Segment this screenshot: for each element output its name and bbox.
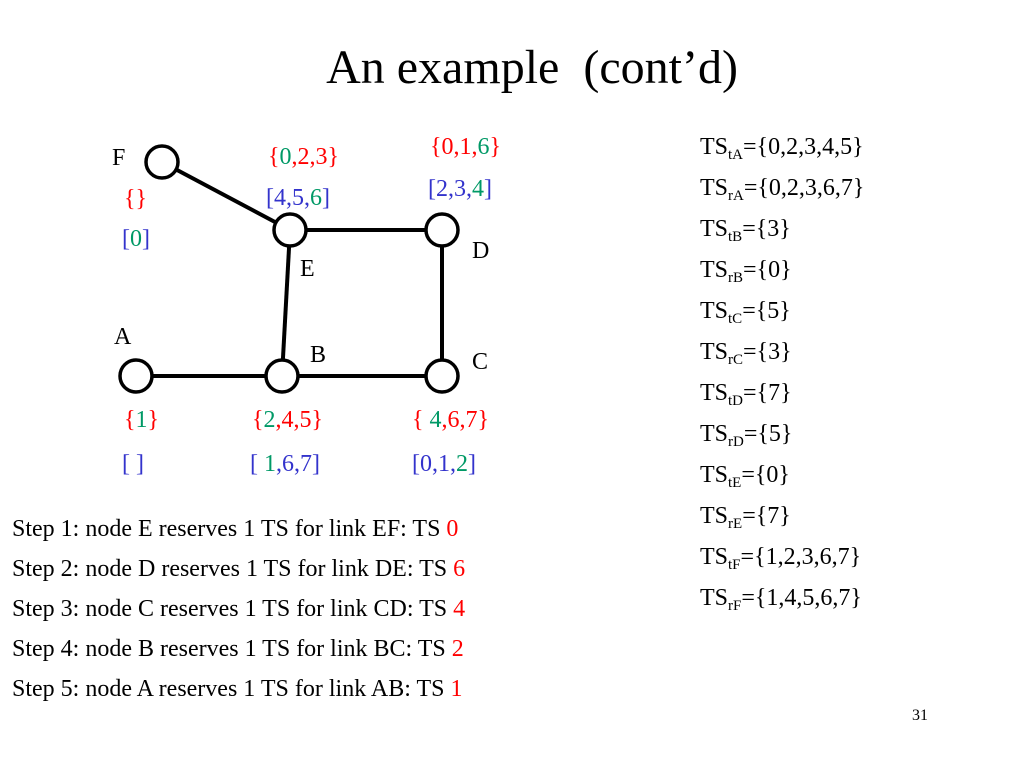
- ts-base: TS: [700, 421, 729, 447]
- ts-base: TS: [700, 257, 729, 283]
- ts-value: ={1,2,3,6,7}: [740, 544, 862, 570]
- ts-row: TStD={7}: [700, 379, 792, 415]
- step-text: Step 5: node A reserves 1 TS for link AB…: [12, 676, 451, 702]
- node-b-tx-set: {2,4,5}: [252, 407, 324, 433]
- node-d-rx-set: [2,3,4]: [428, 176, 492, 202]
- ts-value: ={5}: [743, 421, 793, 447]
- ts-subscript: rA: [728, 188, 744, 204]
- node-e-tx-set: {0,2,3}: [268, 144, 340, 170]
- step-line: Step 1: node E reserves 1 TS for link EF…: [12, 515, 458, 543]
- edge-eb: [280, 229, 292, 377]
- node-b: [264, 358, 300, 394]
- node-f: [144, 144, 180, 180]
- ts-value: ={7}: [743, 380, 792, 406]
- node-f-rx-set: [0]: [122, 226, 150, 252]
- ts-base: TS: [700, 298, 729, 324]
- node-c: [424, 358, 460, 394]
- step-line: Step 2: node D reserves 1 TS for link DE…: [12, 555, 465, 583]
- ts-subscript: tE: [728, 475, 742, 491]
- slide-title: An example (cont’d): [326, 41, 738, 94]
- ts-value: ={3}: [743, 339, 792, 365]
- step-text: Step 2: node D reserves 1 TS for link DE…: [12, 556, 454, 582]
- ts-subscript: rD: [728, 434, 744, 450]
- step-ts: 2: [451, 636, 464, 662]
- node-d: [424, 212, 460, 248]
- ts-subscript: tF: [728, 557, 741, 573]
- node-e-rx-set: [4,5,6]: [266, 185, 330, 211]
- ts-value: ={7}: [742, 503, 791, 529]
- ts-base: TS: [700, 216, 729, 242]
- step-text: Step 3: node C reserves 1 TS for link CD…: [12, 596, 454, 622]
- page-number: 31: [912, 707, 928, 724]
- ts-base: TS: [700, 462, 729, 488]
- ts-base: TS: [700, 175, 729, 201]
- node-d-tx-set: {0,1,6}: [430, 134, 502, 160]
- ts-base: TS: [700, 339, 729, 365]
- node-label-d: D: [472, 238, 490, 264]
- ts-value: ={0}: [743, 257, 792, 283]
- step-ts: 0: [446, 516, 459, 542]
- node-label-f: F: [112, 145, 126, 171]
- ts-base: TS: [700, 380, 729, 406]
- ts-base: TS: [700, 544, 729, 570]
- step-line: Step 4: node B reserves 1 TS for link BC…: [12, 635, 464, 663]
- ts-subscript: tB: [728, 229, 743, 245]
- edge-fe: [161, 160, 291, 232]
- ts-value: ={5}: [742, 298, 791, 324]
- ts-row: TStC={5}: [700, 297, 791, 333]
- ts-value: ={1,4,5,6,7}: [741, 585, 862, 611]
- ts-base: TS: [700, 134, 729, 160]
- ts-subscript: tC: [728, 311, 743, 327]
- ts-row: TSrA={0,2,3,6,7}: [700, 174, 864, 210]
- step-line: Step 3: node C reserves 1 TS for link CD…: [12, 595, 465, 623]
- node-f-tx-set: {}: [124, 186, 148, 212]
- node-e: [272, 212, 308, 248]
- step-ts: 1: [450, 676, 463, 702]
- node-b-rx-set: [ 1,6,7]: [250, 451, 320, 477]
- ts-subscript: rB: [728, 270, 744, 286]
- ts-row: TSrC={3}: [700, 338, 792, 374]
- ts-row: TSrE={7}: [700, 502, 791, 538]
- ts-row: TStB={3}: [700, 215, 791, 251]
- ts-subscript: rC: [728, 352, 744, 368]
- ts-row: TStF={1,2,3,6,7}: [700, 543, 861, 579]
- step-line: Step 5: node A reserves 1 TS for link AB…: [12, 675, 462, 703]
- node-a-rx-set: [ ]: [122, 451, 144, 477]
- ts-subscript: tD: [728, 393, 744, 409]
- node-label-c: C: [472, 349, 489, 375]
- ts-subscript: rF: [728, 598, 742, 614]
- ts-value: ={3}: [742, 216, 791, 242]
- step-ts: 4: [453, 596, 466, 622]
- ts-value: ={0,2,3,4,5}: [743, 134, 864, 160]
- ts-row: TSrF={1,4,5,6,7}: [700, 584, 862, 620]
- node-a-tx-set: {1}: [124, 407, 160, 433]
- ts-base: TS: [700, 503, 729, 529]
- ts-value: ={0}: [741, 462, 790, 488]
- ts-subscript: rE: [728, 516, 743, 532]
- ts-row: TSrD={5}: [700, 420, 792, 456]
- ts-row: TSrB={0}: [700, 256, 792, 292]
- step-text: Step 1: node E reserves 1 TS for link EF…: [12, 516, 447, 542]
- node-c-tx-set: { 4,6,7}: [412, 407, 490, 433]
- step-ts: 6: [453, 556, 466, 582]
- ts-row: TStE={0}: [700, 461, 790, 497]
- node-label-a: A: [114, 324, 132, 350]
- ts-value: ={0,2,3,6,7}: [743, 175, 865, 201]
- node-label-e: E: [300, 256, 315, 282]
- step-text: Step 4: node B reserves 1 TS for link BC…: [12, 636, 452, 662]
- ts-row: TStA={0,2,3,4,5}: [700, 133, 864, 169]
- node-c-rx-set: [0,1,2]: [412, 451, 476, 477]
- node-label-b: B: [310, 342, 327, 368]
- node-a: [118, 358, 154, 394]
- ts-subscript: tA: [728, 147, 744, 163]
- ts-base: TS: [700, 585, 729, 611]
